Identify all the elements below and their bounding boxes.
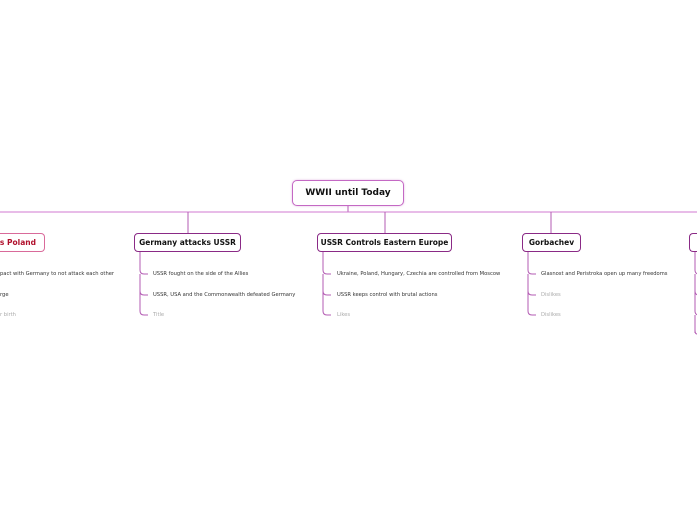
leaf-item[interactable]: rge — [0, 292, 9, 298]
leaf-connector — [139, 269, 148, 275]
branch-gorbachev[interactable]: Gorbachev — [522, 233, 581, 252]
leaf-item[interactable]: Likes — [337, 312, 351, 318]
branch-label: USSR Controls Eastern Europe — [320, 238, 449, 247]
leaf-connector — [694, 310, 697, 316]
branch-offscreen[interactable] — [689, 233, 697, 252]
leaf-connector — [139, 290, 148, 296]
leaf-connector — [527, 269, 536, 275]
leaf-connector — [322, 310, 331, 316]
branch-label: Germany attacks USSR — [139, 238, 236, 247]
branch-label: ks Poland — [0, 238, 36, 247]
leaf-connector — [322, 269, 331, 275]
leaf-item[interactable]: Glasnost and Peristroka open up many fre… — [541, 271, 668, 277]
leaf-connector — [694, 269, 697, 275]
leaf-connector — [322, 290, 331, 296]
branch-label: Gorbachev — [528, 238, 575, 247]
leaf-item[interactable]: Ukraine, Poland, Hungary, Czechia are co… — [337, 271, 501, 277]
leaf-item[interactable]: r birth — [0, 312, 16, 318]
root-topic[interactable]: WWII until Today — [292, 180, 404, 206]
leaf-item[interactable]: USSR keeps control with brutal actions — [337, 292, 438, 298]
leaf-item[interactable]: Title — [153, 312, 165, 318]
leaf-item[interactable]: Dislikes — [541, 312, 561, 318]
branch-germany-attacks-ussr[interactable]: Germany attacks USSR — [134, 233, 241, 252]
leaf-item[interactable]: USSR, USA and the Commonwealth defeated … — [153, 292, 296, 298]
branch-ussr-controls-eastern-europe[interactable]: USSR Controls Eastern Europe — [317, 233, 452, 252]
leaf-connector — [527, 290, 536, 296]
leaf-connector — [527, 310, 536, 316]
leaf-connector — [139, 310, 148, 316]
leaf-item[interactable]: Dislikes — [541, 292, 561, 298]
branch-poland[interactable]: ks Poland — [0, 233, 45, 252]
root-topic-label: WWII until Today — [305, 188, 391, 198]
leaf-item[interactable]: USSR fought on the side of the Allies — [153, 271, 249, 277]
leaf-item[interactable]: pact with Germany to not attack each oth… — [0, 271, 115, 277]
